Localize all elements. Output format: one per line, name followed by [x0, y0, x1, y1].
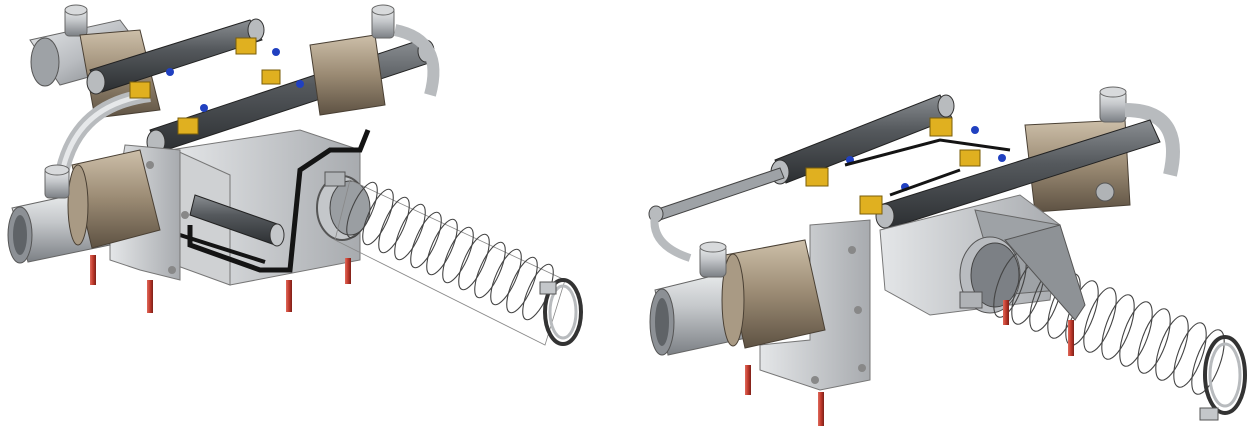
solenoid-valves-right [805, 117, 1006, 215]
pneumatic-cylinder-upper-front [770, 94, 955, 185]
support-arm-right [1004, 224, 1086, 321]
spring-hose-left [334, 179, 583, 346]
piston-rod-right [648, 167, 785, 262]
inlet-bronze-coupling-right [699, 239, 826, 349]
lower-cylinder-left [189, 194, 285, 247]
spring-hose-right [993, 252, 1247, 421]
mounting-studs-right [745, 300, 1074, 426]
pneumatic-tubing-left [187, 129, 371, 273]
valve-body-right [879, 194, 1061, 316]
inlet-bronze-coupling-left [44, 149, 161, 249]
right-bronze-coupling-top [309, 4, 440, 116]
mounting-studs-left [90, 255, 351, 313]
solenoid-valves-left [129, 37, 304, 135]
tubing-right [844, 138, 1011, 167]
